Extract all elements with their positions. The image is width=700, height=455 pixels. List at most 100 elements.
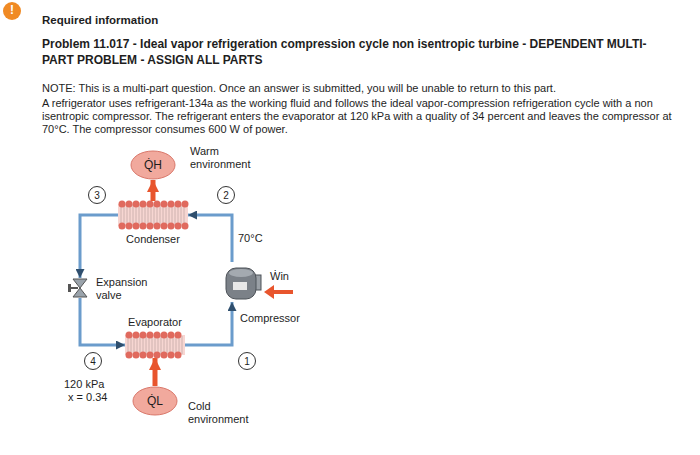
coil-fin bbox=[164, 336, 165, 354]
state-circle: 4 bbox=[84, 352, 102, 370]
coil-fin bbox=[166, 205, 167, 225]
temperature-label: 70°C bbox=[238, 232, 263, 245]
coil-tube bbox=[154, 201, 161, 208]
environment-label: Warm environment bbox=[190, 145, 256, 171]
coil-tube bbox=[147, 352, 154, 359]
coil-fin bbox=[136, 205, 137, 225]
coil-tube bbox=[175, 223, 182, 230]
pressure-label: 120 kPa bbox=[64, 378, 104, 391]
coil-fin bbox=[173, 336, 174, 354]
coil-fin bbox=[124, 205, 125, 225]
quality-label: x = 0.34 bbox=[68, 391, 107, 404]
alert-icon bbox=[3, 2, 21, 20]
coil-fin bbox=[175, 205, 176, 225]
coil-tube bbox=[147, 223, 154, 230]
coil-fin bbox=[137, 336, 138, 354]
coil-tube bbox=[161, 201, 168, 208]
coil-fin bbox=[160, 205, 161, 225]
problem-title: Problem 11.017 - Ideal vapor refrigerati… bbox=[42, 36, 672, 68]
coil-fin bbox=[181, 205, 182, 225]
coil-fin bbox=[131, 336, 132, 354]
coil-tube bbox=[175, 332, 182, 339]
state-circle-shape bbox=[85, 353, 102, 370]
coil-tube bbox=[175, 352, 182, 359]
node-label: 1 bbox=[244, 355, 250, 368]
coil-tube bbox=[182, 201, 189, 208]
coil-fin bbox=[179, 336, 180, 354]
coil-tube bbox=[161, 223, 168, 230]
valve-stem bbox=[70, 287, 78, 289]
coil-fin bbox=[148, 205, 149, 225]
node-label: Q̇H bbox=[144, 159, 162, 172]
node-label: 3 bbox=[94, 189, 100, 202]
compressor-plate bbox=[233, 282, 247, 290]
node-shape bbox=[125, 332, 185, 358]
node-label: 4 bbox=[90, 355, 96, 368]
coil-tube bbox=[133, 223, 140, 230]
component-label: Condenser bbox=[126, 233, 180, 246]
page-heading: Required information bbox=[42, 14, 158, 27]
coil-body bbox=[125, 335, 185, 355]
coil-fin bbox=[121, 205, 122, 225]
coil-tube bbox=[140, 332, 147, 339]
valve-body bbox=[73, 279, 87, 288]
coil-fin bbox=[152, 336, 153, 354]
coil-tube bbox=[126, 332, 133, 339]
coil-tube bbox=[126, 201, 133, 208]
component-label: Expansion valve bbox=[96, 276, 154, 302]
coil-tube bbox=[168, 332, 175, 339]
coil-fin bbox=[178, 205, 179, 225]
valve-handle bbox=[68, 284, 71, 292]
node-shape bbox=[118, 201, 188, 229]
node-shape bbox=[68, 278, 92, 298]
coil-fin bbox=[169, 205, 170, 225]
coil-tube bbox=[154, 223, 161, 230]
coil-tube bbox=[175, 201, 182, 208]
coil-fin bbox=[139, 205, 140, 225]
state-circle: 3 bbox=[88, 186, 106, 204]
coil-fin bbox=[154, 205, 155, 225]
coil-tube bbox=[147, 201, 154, 208]
compressor-body bbox=[226, 268, 256, 299]
coil-tube bbox=[168, 352, 175, 359]
coil-fin bbox=[133, 205, 134, 225]
coil-tube bbox=[126, 223, 133, 230]
state-circle-shape bbox=[89, 187, 106, 204]
coil-tube bbox=[161, 352, 168, 359]
coil-fin bbox=[128, 336, 129, 354]
coil-fin bbox=[127, 205, 128, 225]
coil-tube bbox=[126, 352, 133, 359]
work-input-arrow bbox=[272, 290, 293, 294]
coil-tube bbox=[119, 223, 126, 230]
coil-tube bbox=[154, 352, 161, 359]
state-circle: 1 bbox=[238, 352, 256, 370]
coil-fin bbox=[172, 205, 173, 225]
coil-tube bbox=[168, 223, 175, 230]
heat-arrow bbox=[153, 358, 158, 386]
coil-tube bbox=[140, 352, 147, 359]
node-shape bbox=[222, 262, 262, 302]
work-input-label: Ẇin bbox=[270, 270, 289, 283]
heat-arrow bbox=[151, 180, 156, 201]
state-circle: 2 bbox=[217, 186, 235, 204]
coil-fin bbox=[167, 336, 168, 354]
condenser-coil: Condenser bbox=[118, 201, 188, 229]
compressor-dome bbox=[229, 269, 253, 277]
coil-fin bbox=[146, 336, 147, 354]
work-input-arrowhead bbox=[264, 285, 274, 299]
coil-fin bbox=[170, 336, 171, 354]
coil-fin bbox=[140, 336, 141, 354]
coil-fin bbox=[143, 336, 144, 354]
coil-fin bbox=[182, 336, 183, 354]
refrigerant-pipe bbox=[188, 215, 232, 262]
coil-tube bbox=[133, 352, 140, 359]
coil-fin bbox=[157, 205, 158, 225]
component-label: Compressor bbox=[240, 312, 300, 325]
coil-fin bbox=[134, 336, 135, 354]
coil-tube bbox=[133, 201, 140, 208]
compressor-unit: Compressor bbox=[222, 262, 262, 302]
coil-fin bbox=[145, 205, 146, 225]
refrigerant-pipe bbox=[80, 215, 118, 278]
